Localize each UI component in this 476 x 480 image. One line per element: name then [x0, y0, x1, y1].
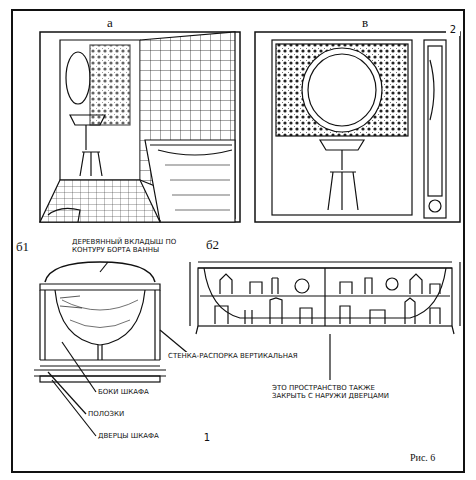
part-label: БОКИ ШКАФА	[98, 388, 198, 396]
callout-number: 1	[200, 432, 214, 444]
panel-letter: б2	[206, 238, 232, 253]
panel-letter: б1	[16, 240, 42, 255]
part-label: ДЕРЕВЯННЫЙ ВКЛАДЫШ ПО КОНТУРУ БОРТА ВАНН…	[72, 238, 192, 254]
panel-letter: а	[100, 16, 120, 31]
callout-number: 2	[446, 24, 460, 36]
part-label: СТЕНКА-РАСПОРКА ВЕРТИКАЛЬНАЯ	[168, 352, 318, 360]
part-label: ДВЕРЦЫ ШКАФА	[98, 432, 198, 440]
note-text: ЭТО ПРОСТРАНСТВО ТАКЖЕ ЗАКРЫТЬ С НАРУЖИ …	[272, 384, 392, 400]
panel-letter: в	[355, 16, 375, 31]
figure-number: Рис. 6	[410, 452, 460, 464]
part-label: ПОЛОЗКИ	[88, 410, 188, 418]
